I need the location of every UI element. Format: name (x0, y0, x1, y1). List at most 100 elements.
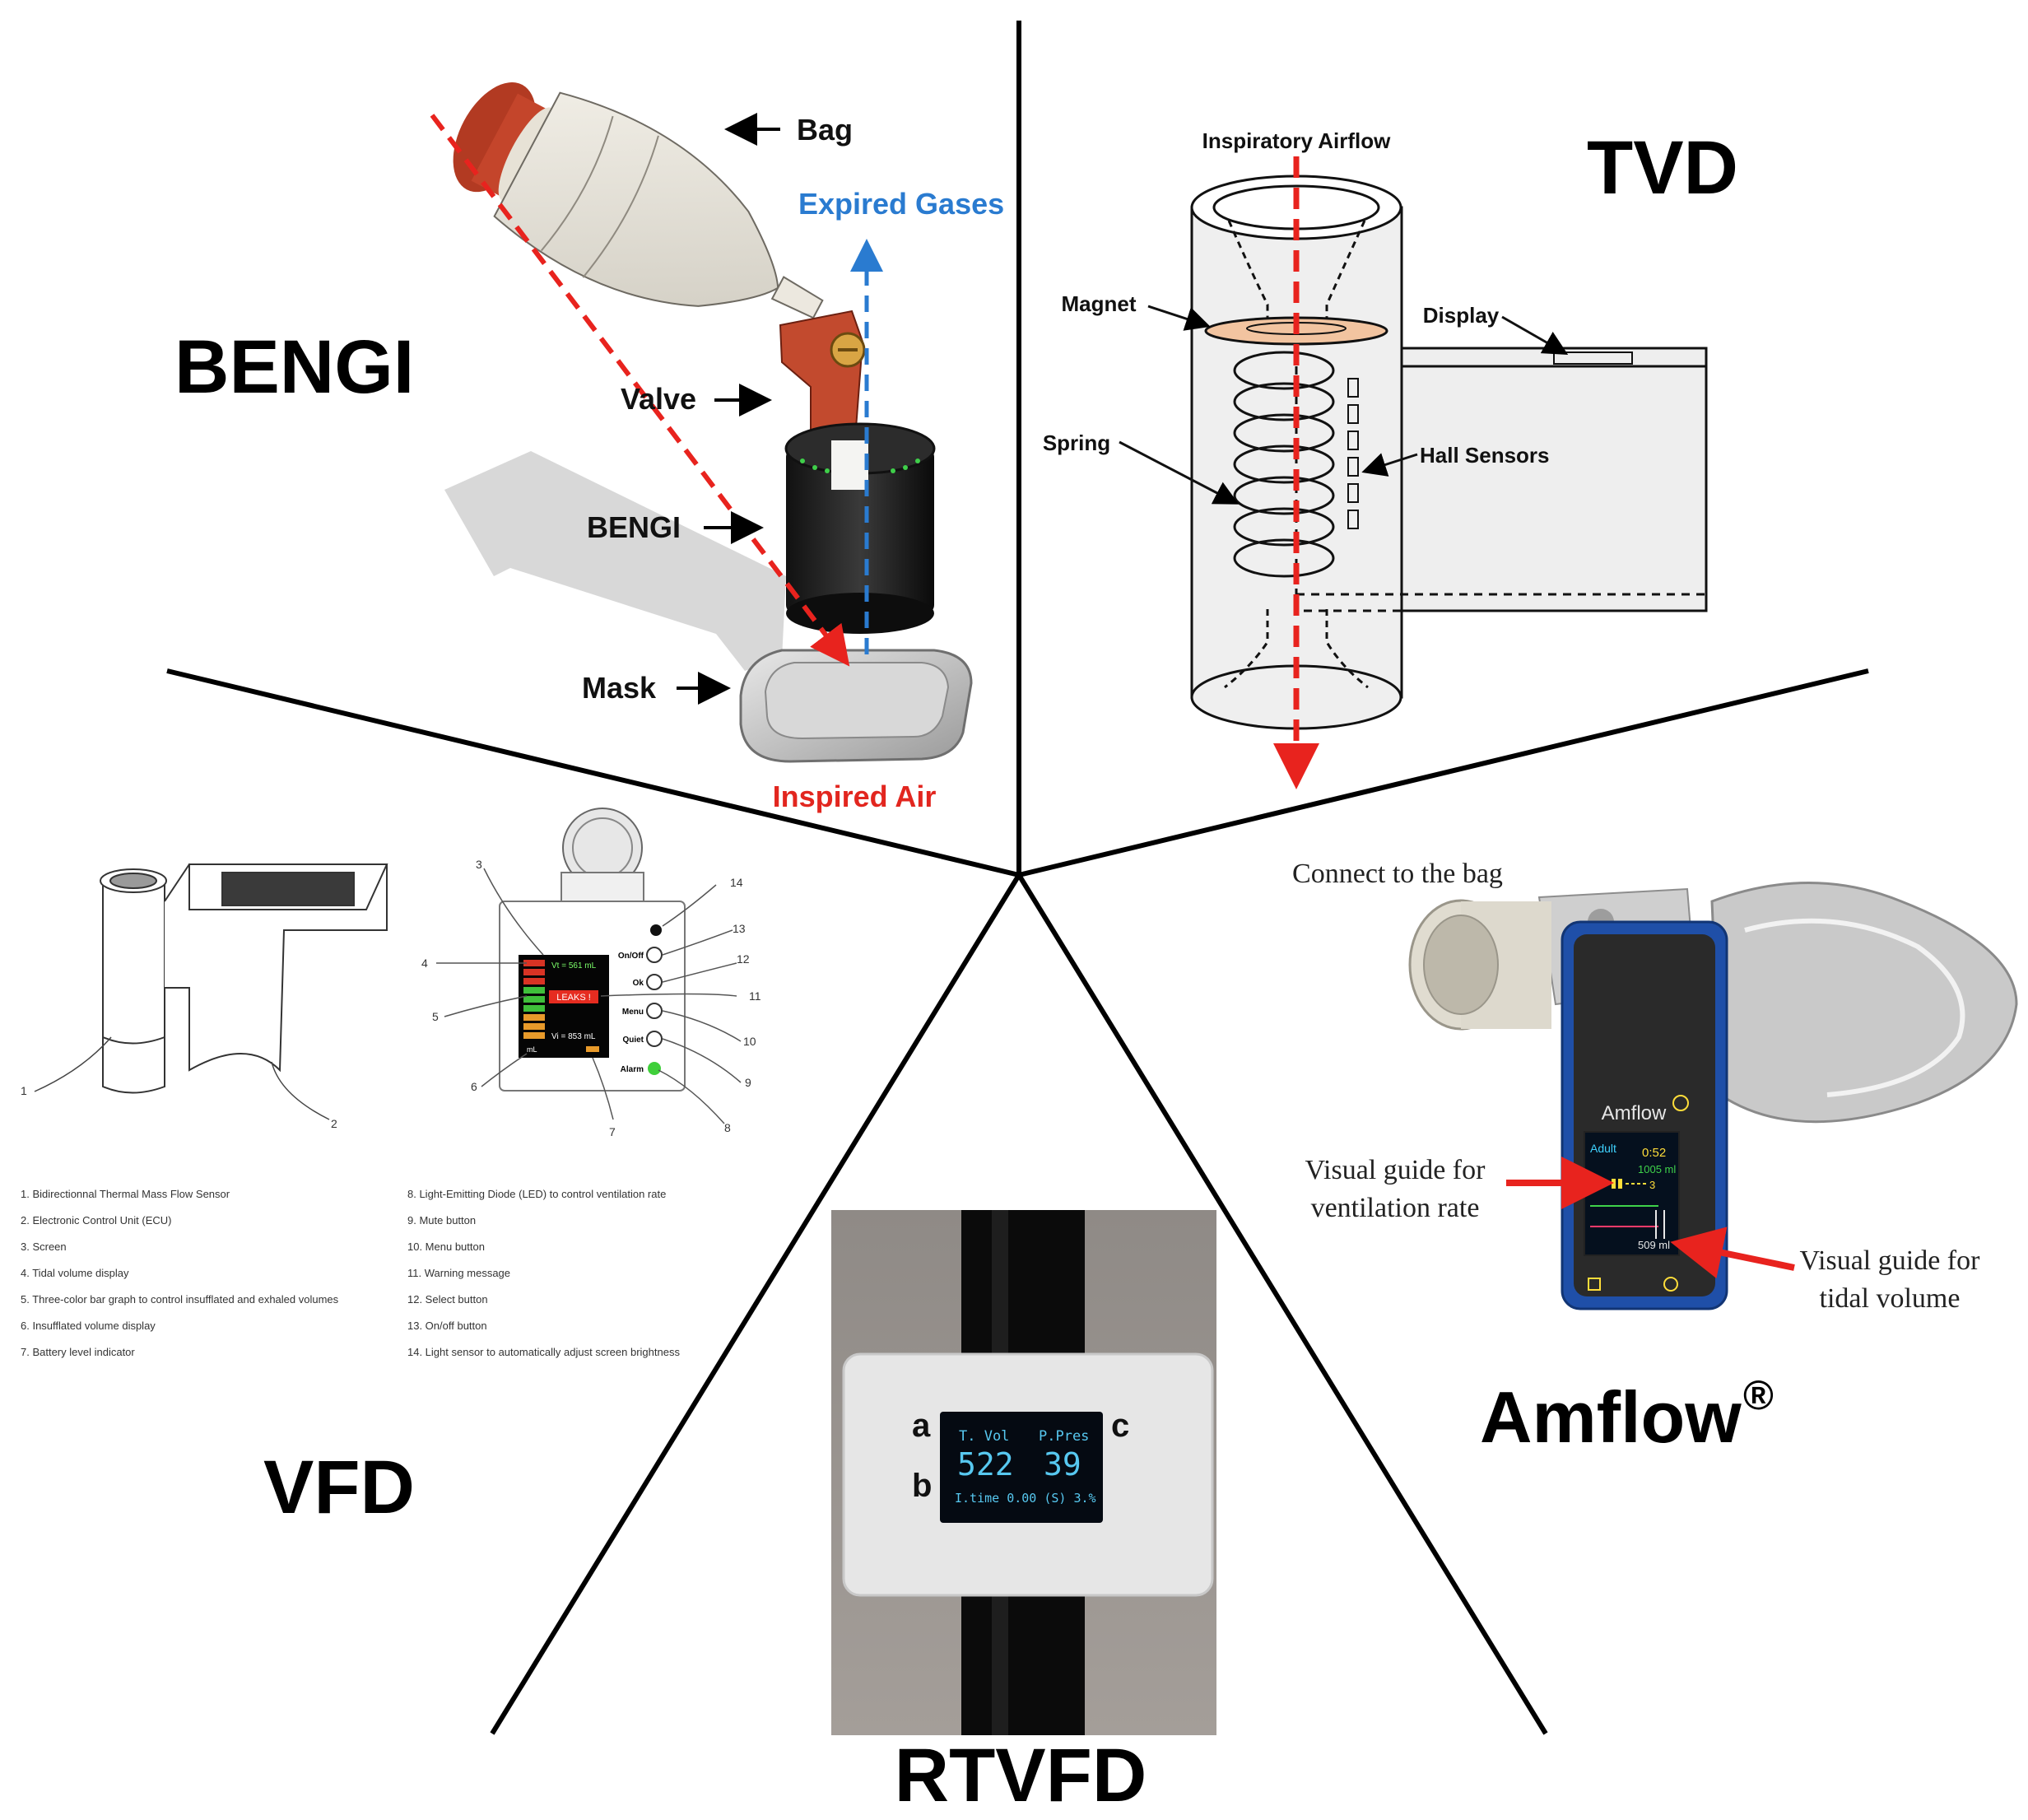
vfd-callout-2: 2 (331, 1117, 337, 1130)
vfd-legend-item: 11. Warning message (407, 1267, 510, 1279)
vfd-legend-item: 2. Electronic Control Unit (ECU) (21, 1214, 172, 1227)
vfd-callout-13: 13 (733, 922, 746, 935)
vfd-legend-item: 12. Select button (407, 1293, 488, 1306)
vfd-legend-item: 7. Battery level indicator (21, 1346, 135, 1358)
vfd-legend-item: 1. Bidirectionnal Thermal Mass Flow Sens… (21, 1188, 230, 1200)
rtvfd-p-pres-value: 39 (1044, 1446, 1081, 1483)
mask-illustration (739, 649, 973, 763)
vfd-panel: VFD 1 2 (21, 808, 761, 1529)
label-inspired-air: Inspired Air (773, 780, 937, 813)
vfd-front-sketch: Vt = 561 mL LEAKS ! Vi = 853 mL mL On/Of… (499, 808, 686, 1092)
vfd-bar-graph (523, 960, 545, 1039)
amflow-connect-label: Connect to the bag (1292, 859, 1503, 889)
amflow-volume-arrow (1670, 1227, 1795, 1279)
amflow-device-time: 0:52 (1642, 1146, 1666, 1160)
vfd-button-on-off: On/Off (618, 952, 644, 961)
vfd-callout-11: 11 (749, 989, 761, 1003)
vfd-button-alarm: Alarm (621, 1065, 644, 1074)
rtvfd-letter-b: b (912, 1468, 932, 1504)
amflow-guide-rate-line2: ventilation rate (1311, 1193, 1480, 1223)
label-bag: Bag (797, 113, 853, 147)
vfd-callout-8: 8 (724, 1121, 731, 1134)
vfd-screen-unit: mL (527, 1045, 537, 1054)
vfd-legend-item: 4. Tidal volume display (21, 1267, 129, 1279)
vfd-callout-5: 5 (432, 1010, 439, 1023)
amflow-device-illustration: Amflow Adult 0:52 1005 ml 3 509 ml (1561, 920, 1728, 1310)
vfd-screen-warning: LEAKS ! (556, 993, 591, 1003)
vfd-callout-12: 12 (737, 952, 750, 966)
vfd-callouts-right (436, 868, 742, 1124)
vfd-callout-6: 6 (471, 1080, 477, 1093)
vfd-menu-button[interactable] (646, 1003, 663, 1019)
vfd-quiet-button[interactable] (646, 1031, 663, 1047)
vfd-button-quiet: Quiet (622, 1036, 644, 1045)
rtvfd-title: RTVFD (895, 1734, 1147, 1818)
amflow-guide-rate-line1: Visual guide for (1305, 1155, 1486, 1185)
vfd-button-ok: Ok (633, 979, 644, 988)
bengi-device-illustration (784, 422, 936, 634)
bengi-panel: BENGI (174, 82, 1004, 813)
label-inspiratory-airflow: Inspiratory Airflow (1202, 128, 1392, 153)
amflow-device-volume-top: 1005 ml (1638, 1163, 1676, 1175)
rtvfd-panel: T. Vol P.Pres 522 39 I.time 0.00 (S) 3.%… (831, 1210, 1216, 1818)
rtvfd-p-pres-label: P.Pres (1039, 1428, 1089, 1445)
bengi-title: BENGI (174, 325, 414, 409)
vfd-legend-item: 13. On/off button (407, 1320, 487, 1332)
label-spring: Spring (1043, 431, 1110, 455)
vfd-title: VFD (263, 1445, 415, 1529)
vfd-legend-item: 6. Insufflated volume display (21, 1320, 156, 1332)
rtvfd-t-vol-label: T. Vol (959, 1428, 1009, 1445)
label-hall-sensors: Hall Sensors (1420, 443, 1550, 468)
divider-lower-right (1016, 873, 1548, 1735)
label-expired-gases: Expired Gases (798, 187, 1004, 221)
divider-upper-right (1018, 668, 1869, 877)
tvd-side-housing (1295, 347, 1708, 612)
vfd-legend-item: 3. Screen (21, 1240, 67, 1253)
amflow-title: Amflow (1480, 1376, 1742, 1458)
tvd-panel: TVD (1043, 126, 1738, 789)
vfd-ok-button[interactable] (646, 974, 663, 990)
amflow-device-volume-bottom: 509 ml (1638, 1239, 1670, 1251)
divider-lower-left (490, 873, 1021, 1735)
tvd-hall-sensors (1347, 378, 1359, 529)
vfd-button-menu: Menu (622, 1008, 644, 1017)
divider-upper-left (166, 668, 1020, 877)
vfd-legend-left: 1. Bidirectionnal Thermal Mass Flow Sens… (21, 1188, 339, 1358)
vfd-alarm-led (648, 1062, 661, 1075)
vfd-legend-item: 5. Three-color bar graph to control insu… (21, 1293, 339, 1306)
label-valve: Valve (621, 382, 696, 416)
vfd-callout-1: 1 (21, 1084, 27, 1097)
label-display: Display (1423, 303, 1500, 328)
vfd-callout-3: 3 (476, 858, 482, 871)
label-mask: Mask (582, 671, 657, 705)
tvd-display (1553, 351, 1633, 365)
rtvfd-t-vol-value: 522 (957, 1446, 1014, 1483)
label-bengi-device: BENGI (587, 510, 681, 544)
amflow-title-registered: ® (1743, 1372, 1774, 1418)
label-magnet: Magnet (1062, 291, 1137, 316)
amflow-guide-volume-line2: tidal volume (1820, 1283, 1961, 1314)
vfd-legend-item: 9. Mute button (407, 1214, 476, 1227)
tvd-title: TVD (1587, 126, 1738, 210)
vfd-light-sensor (650, 924, 662, 936)
valve-body (779, 310, 864, 438)
amflow-device-rate: 3 (1649, 1179, 1655, 1191)
vfd-on-off-button[interactable] (646, 947, 663, 963)
bag-illustration (453, 82, 866, 438)
vfd-legend-item: 8. Light-Emitting Diode (LED) to control… (407, 1188, 666, 1200)
vfd-legend-item: 10. Menu button (407, 1240, 485, 1253)
amflow-panel: Connect to the bag Amflow Adult 0:52 100… (1292, 859, 2018, 1458)
amflow-device-mode: Adult (1590, 1142, 1616, 1155)
amflow-guide-volume-line1: Visual guide for (1800, 1245, 1981, 1276)
vfd-callout-4: 4 (421, 957, 428, 970)
inspired-air-path (430, 114, 850, 667)
rtvfd-screen (940, 1412, 1103, 1523)
tvd-spring (1233, 351, 1335, 578)
rtvfd-bottom-line: I.time 0.00 (S) 3.% (955, 1491, 1096, 1506)
divider-lines (166, 21, 1869, 1735)
amflow-mask-illustration (1710, 882, 2018, 1124)
vfd-callout-10: 10 (743, 1035, 756, 1048)
vfd-screen-vi: Vi = 853 mL (551, 1032, 596, 1041)
vfd-legend-right: 8. Light-Emitting Diode (LED) to control… (407, 1188, 680, 1358)
